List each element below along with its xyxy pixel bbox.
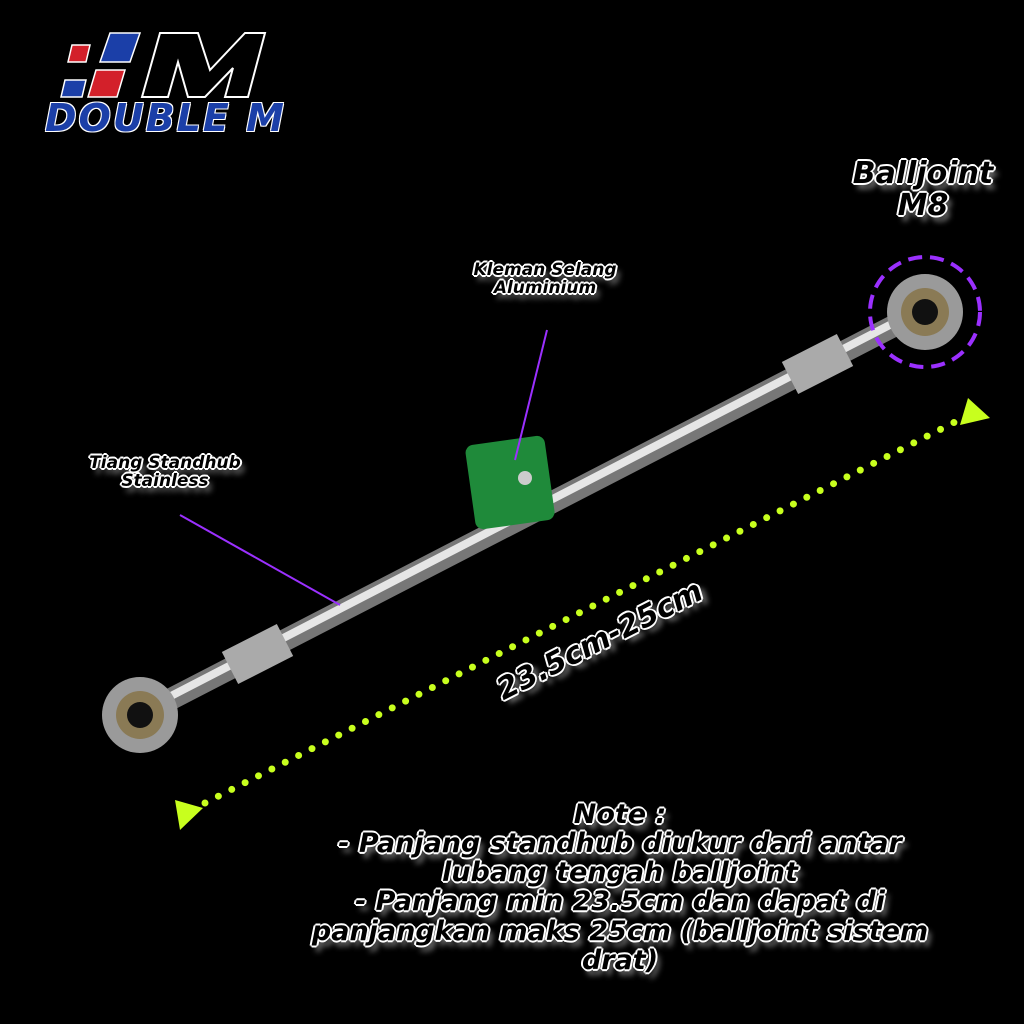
note-line: lubang tengah balljoint	[442, 857, 798, 889]
note-block: Note : - Panjang standhub diukur dari an…	[250, 800, 990, 975]
clamp-label-line: Aluminium	[493, 277, 597, 298]
aluminium-clamp	[465, 435, 555, 530]
balljoint-label: Balljoint M8	[828, 158, 1018, 221]
note-line: drat)	[581, 944, 659, 976]
clamp-pointer-line	[514, 329, 548, 461]
measurement-dotted-line	[201, 418, 959, 807]
logo-mark	[60, 32, 267, 98]
balljoint-label-line: M8	[897, 187, 949, 223]
clamp-label: Kleman Selang Aluminium	[440, 260, 650, 298]
balljoint-highlight-circle	[868, 255, 982, 369]
rod-label-line: Stainless	[121, 470, 209, 491]
balljoint-label-line: Balljoint	[852, 156, 994, 191]
brand-logo-text: DOUBLE M	[45, 96, 286, 140]
arrow-head-bottom	[175, 800, 203, 830]
note-line: panjangkan maks 25cm (balljoint sistem	[311, 915, 929, 947]
arrow-head-top	[960, 398, 990, 425]
rod-label-line: Tiang Standhub	[89, 453, 241, 473]
note-line: - Panjang min 23.5cm dan dapat di	[355, 886, 885, 918]
clamp-label-line: Kleman Selang	[473, 260, 617, 280]
rod-label: Tiang Standhub Stainless	[60, 453, 270, 491]
note-line: - Panjang standhub diukur dari antar	[338, 828, 902, 860]
note-title: Note :	[573, 799, 667, 830]
rod-pointer-line	[179, 514, 341, 606]
